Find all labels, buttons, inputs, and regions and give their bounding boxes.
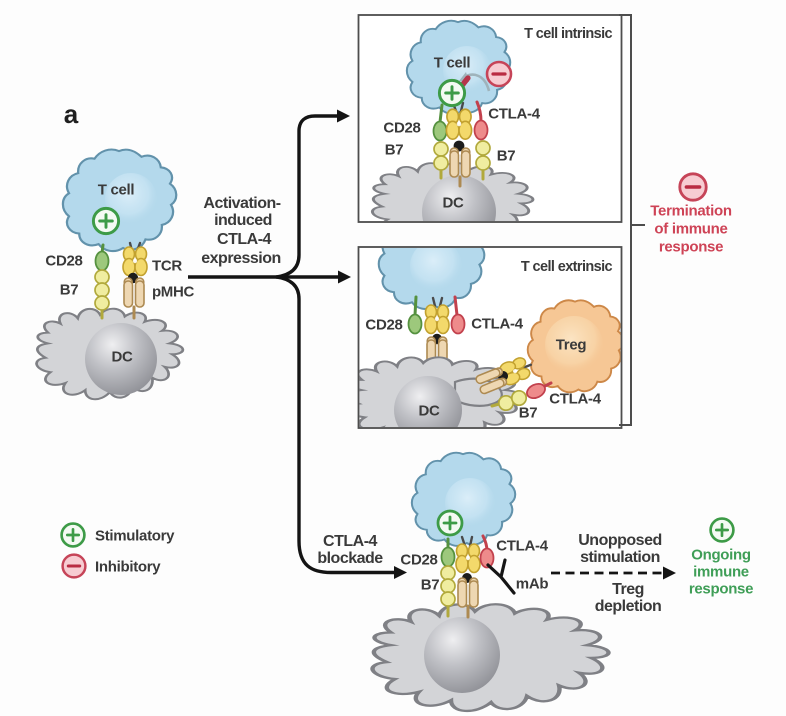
extrinsic-b7-label: B7 — [518, 404, 538, 422]
intrinsic-title: T cell intrinsic — [524, 25, 613, 42]
extrinsic-ctla4-bottom-label: CTLA-4 — [549, 390, 601, 408]
extrinsic-dc-label: DC — [418, 402, 440, 420]
cd28-receptor — [440, 546, 456, 568]
plus-circle-icon — [709, 517, 735, 543]
left-b7-label: B7 — [59, 281, 79, 299]
left-cd28-label: CD28 — [45, 252, 83, 270]
branch-arrows — [188, 109, 407, 579]
termination-label-line2: of immune — [654, 220, 728, 238]
minus-circle-icon — [485, 60, 513, 88]
branch-label-line3: CTLA-4 — [217, 231, 271, 248]
legend-stimulatory-label: Stimulatory — [95, 527, 175, 545]
plus-circle-icon — [436, 509, 464, 537]
blockade-mab-label: mAb — [515, 575, 549, 593]
blockade-label-line1: CTLA-4 — [323, 533, 377, 550]
extrinsic-cd28-label: CD28 — [365, 316, 403, 334]
unopposed-label-line2: stimulation — [580, 549, 660, 566]
left-tcr-label: TCR — [152, 257, 182, 275]
intrinsic-b7-left-label: B7 — [384, 141, 404, 159]
termination-label-line1: Termination — [650, 202, 732, 220]
panel-label: a — [63, 99, 79, 129]
dc-nucleus — [85, 323, 157, 395]
intrinsic-b7-right-label: B7 — [496, 147, 516, 165]
intrinsic-tcell-label: T cell — [433, 54, 471, 72]
blockade-label-line2: blockade — [317, 550, 383, 567]
unopposed-label-line1: Unopposed — [578, 532, 662, 549]
tcell-nucleus — [105, 173, 157, 225]
tcr-receptor — [122, 246, 148, 277]
plus-circle-icon — [60, 522, 86, 548]
pmhc-tcr-bridge — [474, 354, 533, 396]
treg-depletion-label-line2: depletion — [594, 598, 662, 615]
blockade-figure — [373, 451, 609, 711]
branch-label-line4: expression — [201, 250, 281, 267]
cd28-receptor — [94, 250, 110, 272]
left-tcell-dc-figure — [35, 148, 185, 401]
blockade-ctla4-label: CTLA-4 — [496, 537, 548, 555]
left-pmhc-label: pMHC — [151, 283, 195, 301]
extrinsic-figure — [359, 248, 621, 427]
cd28-receptor — [432, 120, 448, 142]
extrinsic-title: T cell extrinsic — [520, 258, 613, 275]
blockade-b7-label: B7 — [420, 576, 440, 594]
ctla4-receptor — [526, 382, 546, 400]
minus-circle-icon — [61, 553, 87, 579]
cd28-receptor — [407, 313, 423, 335]
termination-label-line3: response — [658, 238, 724, 256]
legend-inhibitory-label: Inhibitory — [95, 558, 161, 576]
ongoing-label-line2: immune — [693, 563, 749, 581]
intrinsic-dc-label: DC — [442, 194, 464, 212]
ctla4-receptor — [479, 547, 495, 569]
intrinsic-cd28-label: CD28 — [383, 119, 421, 137]
ongoing-label-line3: response — [688, 580, 754, 598]
y-antibody-icon — [486, 558, 516, 595]
plus-circle-icon — [437, 78, 467, 108]
branch-label-line1: Activation- — [203, 195, 281, 212]
outcome-arrow — [551, 566, 676, 580]
ctla4-receptor — [450, 313, 466, 335]
branch-label-line2: induced — [214, 212, 272, 229]
intrinsic-ctla4-label: CTLA-4 — [488, 105, 540, 123]
left-dc-label: DC — [111, 348, 133, 366]
intrinsic-figure — [370, 19, 535, 221]
extrinsic-ctla4-top-label: CTLA-4 — [471, 315, 523, 333]
blockade-cd28-label: CD28 — [400, 551, 438, 569]
extrinsic-treg-label: Treg — [555, 336, 587, 354]
right-bracket — [619, 14, 645, 426]
minus-circle-icon — [678, 172, 708, 202]
ctla4-receptor — [473, 119, 489, 141]
treg-depletion-label-line1: Treg — [612, 581, 644, 598]
left-tcell-label: T cell — [97, 181, 135, 199]
plus-circle-icon — [91, 206, 121, 236]
ongoing-label-line1: Ongoing — [691, 546, 751, 564]
